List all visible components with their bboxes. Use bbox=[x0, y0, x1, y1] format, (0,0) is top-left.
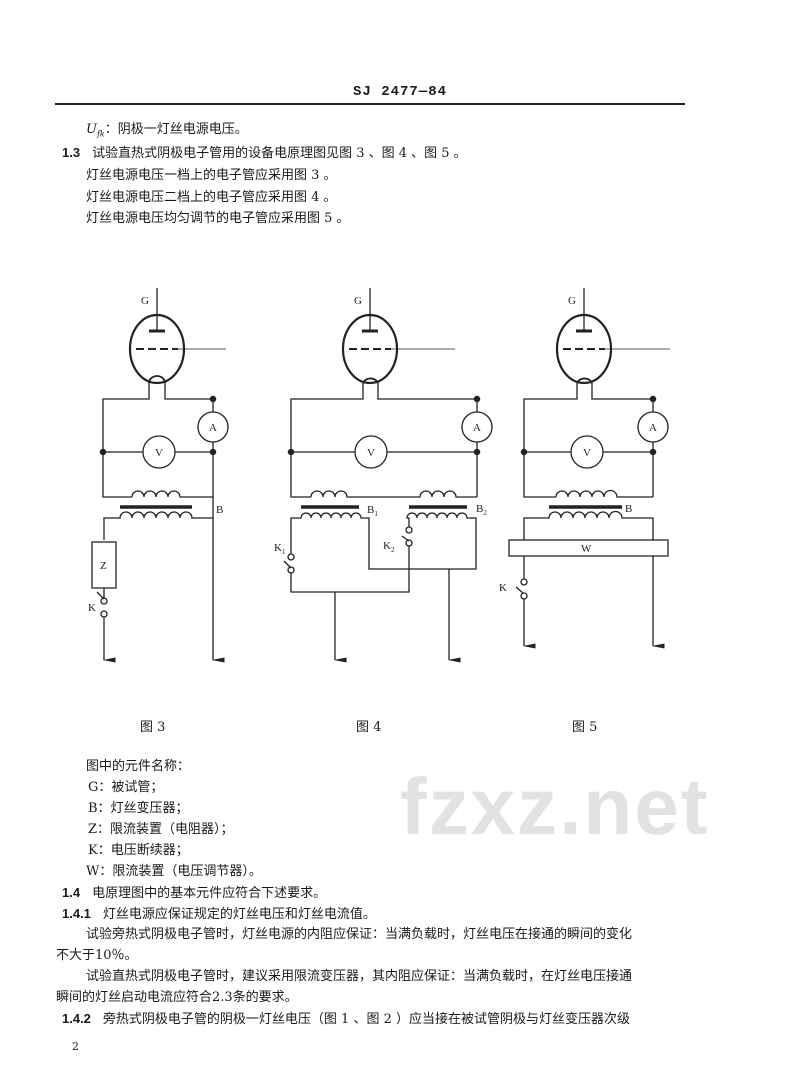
section-1-4-1: 1.4.1 灯丝电源应保证规定的灯丝电压和灯丝电流值。 bbox=[62, 906, 376, 923]
transformer-primary-icon bbox=[310, 490, 477, 498]
transformer-secondary-icon bbox=[290, 512, 477, 570]
paragraph-line: 试验直热式阴极电子管时，建议采用限流变压器，其内阻应保证：当满负载时，在灯丝电压… bbox=[86, 969, 633, 984]
tube-icon bbox=[523, 288, 670, 498]
document-code-header: SJ 2477—84 bbox=[352, 84, 447, 100]
figure-5-schematic bbox=[508, 288, 670, 649]
tube-icon bbox=[102, 288, 226, 498]
legend-title: 图中的元件名称： bbox=[86, 759, 191, 774]
label-v: V bbox=[583, 447, 591, 459]
section-1-4: 1.4 电原理图中的基本元件应符合下述要求。 bbox=[62, 885, 326, 902]
page-number: 2 bbox=[72, 1040, 79, 1053]
switch-k1-icon bbox=[287, 553, 295, 561]
section-text: 旁热式阴极电子管的阴极一灯丝电压（图 1 、图 2 ）应当接在被试管阴极与灯丝变… bbox=[102, 1012, 630, 1027]
label-v: V bbox=[367, 447, 375, 459]
legend-item: K：电压断续器； bbox=[88, 843, 189, 858]
label-v: V bbox=[155, 447, 163, 459]
tube-icon bbox=[290, 288, 477, 498]
section-1-3: 1.3 试验直热式阴极电子管用的设备电原理图见图 3 、图 4 、图 5 。 bbox=[62, 145, 467, 162]
label-k1: K1 bbox=[274, 542, 286, 556]
intro-line: 灯丝电源电压均匀调节的电子管应采用图 5 。 bbox=[86, 211, 350, 226]
label-b2: B2 bbox=[476, 503, 487, 517]
label-a: A bbox=[649, 422, 657, 434]
ufk-subscript: fk bbox=[96, 129, 105, 139]
transformer-primary-icon bbox=[555, 489, 653, 498]
label-b: B bbox=[216, 504, 223, 516]
label-g: G bbox=[568, 295, 576, 307]
legend-item: B：灯丝变压器； bbox=[88, 801, 189, 816]
paragraph-line: 瞬间的灯丝启动电流应符合2.3条的要求。 bbox=[56, 990, 298, 1005]
label-b: B bbox=[625, 503, 632, 515]
label-z: Z bbox=[100, 560, 107, 572]
label-g: G bbox=[141, 295, 149, 307]
label-a: A bbox=[473, 422, 481, 434]
legend-item: Z：限流装置（电阻器）； bbox=[88, 822, 234, 837]
figure-3-caption: 图 3 bbox=[140, 720, 166, 735]
section-text: 灯丝电源应保证规定的灯丝电压和灯丝电流值。 bbox=[102, 907, 376, 922]
transformer-secondary-icon bbox=[523, 510, 654, 540]
figure-3-schematic bbox=[91, 288, 229, 663]
section-number: 1.3 bbox=[62, 145, 81, 160]
ufk-definition: Ufk：阴极一灯丝电源电压。 bbox=[86, 122, 248, 143]
legend-item: G：被试管； bbox=[88, 780, 164, 795]
label-k2: K2 bbox=[383, 540, 395, 554]
label-g: G bbox=[354, 295, 362, 307]
label-k: K bbox=[499, 582, 507, 594]
paragraph-line: 试验旁热式阴极电子管时，灯丝电源的内阻应保证：当满负载时，灯丝电压在接通的瞬间的… bbox=[86, 927, 633, 942]
switch-k-icon bbox=[520, 578, 528, 586]
figure-4-schematic bbox=[283, 288, 493, 663]
ufk-symbol: U bbox=[86, 122, 97, 137]
figure-4-caption: 图 4 bbox=[356, 720, 382, 735]
section-number: 1.4 bbox=[62, 885, 81, 900]
transformer-secondary-icon bbox=[103, 511, 225, 663]
label-w: W bbox=[581, 543, 592, 555]
intro-line: 灯丝电源电压一档上的电子管应采用图 3 。 bbox=[86, 168, 337, 183]
section-1-4-2: 1.4.2 旁热式阴极电子管的阴极一灯丝电压（图 1 、图 2 ）应当接在被试管阴… bbox=[62, 1011, 630, 1028]
transformer-primary-icon bbox=[131, 490, 213, 498]
legend-item: W：限流装置（电压调节器）。 bbox=[86, 864, 262, 879]
section-number: 1.4.1 bbox=[62, 906, 91, 921]
section-text: 电原理图中的基本元件应符合下述要求。 bbox=[92, 886, 327, 901]
label-a: A bbox=[209, 422, 217, 434]
section-text: 试验直热式阴极电子管用的设备电原理图见图 3 、图 4 、图 5 。 bbox=[92, 146, 467, 161]
switch-k2-icon bbox=[405, 526, 413, 534]
paragraph-line: 不大于10％。 bbox=[56, 948, 138, 963]
ufk-text: ：阴极一灯丝电源电压。 bbox=[104, 122, 248, 137]
switch-k-icon bbox=[100, 597, 108, 605]
watermark: fzxz.net bbox=[400, 762, 710, 851]
label-k: K bbox=[88, 602, 96, 614]
section-number: 1.4.2 bbox=[62, 1011, 91, 1026]
figure-5-caption: 图 5 bbox=[572, 720, 598, 735]
voltage-regulator-w-icon bbox=[508, 539, 669, 557]
label-b1: B1 bbox=[367, 504, 378, 518]
intro-line: 灯丝电源电压二档上的电子管应采用图 4 。 bbox=[86, 190, 337, 205]
header-rule bbox=[55, 103, 685, 105]
